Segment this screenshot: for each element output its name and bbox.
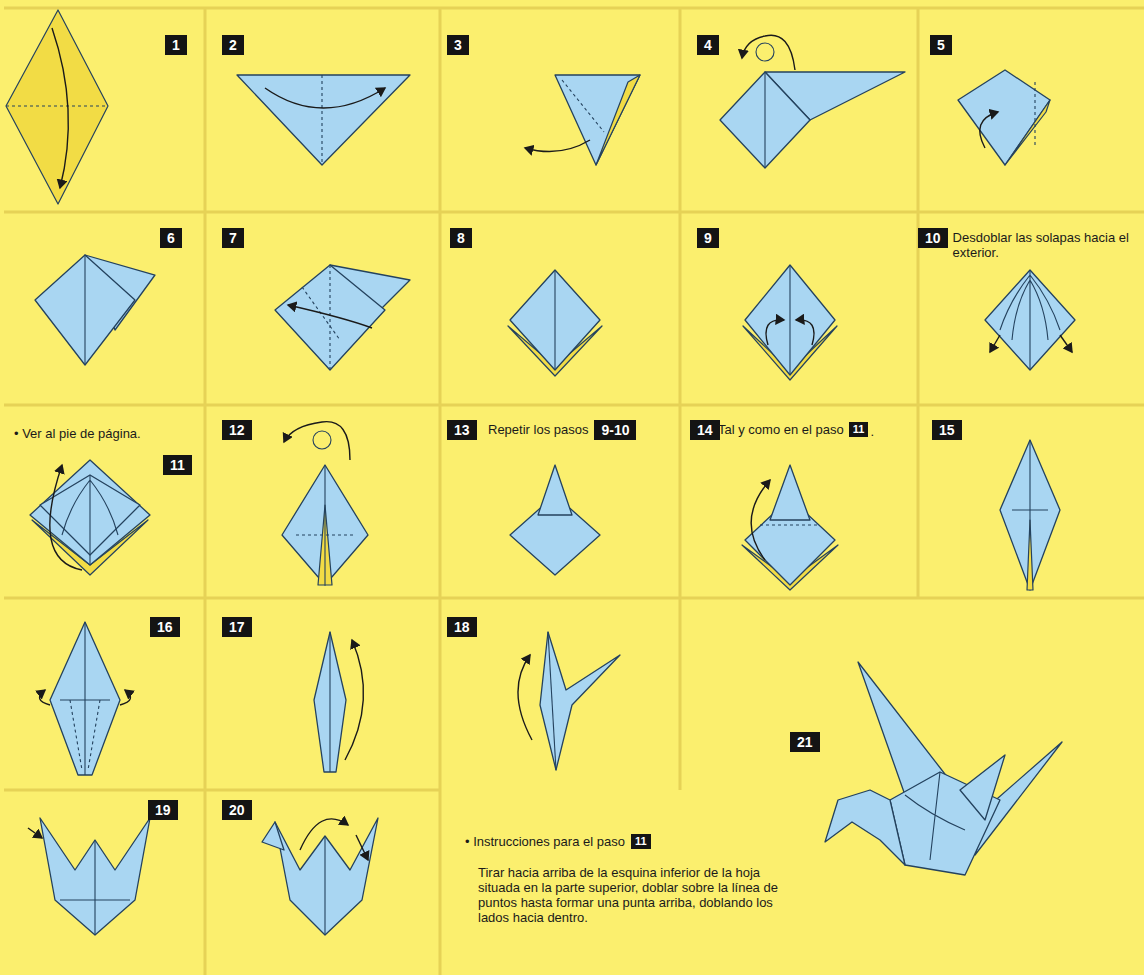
step-number: 15 — [939, 422, 955, 438]
step-number: 20 — [229, 802, 245, 818]
step-number: 3 — [454, 37, 462, 53]
step-number-box: 12 — [222, 420, 252, 440]
step-number: 13 — [454, 422, 470, 438]
step-number-box: 10 — [918, 228, 948, 248]
step-number-box: 16 — [150, 617, 180, 637]
step-number-box: 14 — [690, 420, 720, 440]
step-number-box: 11 — [163, 455, 192, 475]
step-number-box: 1 — [165, 35, 187, 55]
step-number: 11 — [853, 423, 865, 435]
step-number-box: 8 — [450, 228, 472, 248]
step-number: 6 — [167, 230, 175, 246]
step-number-box: 9-10 — [594, 420, 636, 440]
step-number-box: 5 — [930, 35, 952, 55]
instruction-text: . — [870, 424, 874, 439]
step-number-box: 19 — [148, 800, 178, 820]
step-number: 14 — [697, 422, 713, 438]
step-number-box: 18 — [447, 617, 477, 637]
step-number-box: 9 — [697, 228, 719, 248]
step-number: 5 — [937, 37, 945, 53]
step-number: 9 — [704, 230, 712, 246]
step-number: 18 — [454, 619, 470, 635]
grid-lines — [4, 8, 1144, 975]
step-number-box: 6 — [160, 228, 182, 248]
step-number: 12 — [229, 422, 245, 438]
step-number: 4 — [704, 37, 712, 53]
step-number-box: 21 — [790, 732, 820, 752]
step-number-box: 20 — [222, 800, 252, 820]
step-number-box: 2 — [222, 35, 244, 55]
step-number: 8 — [457, 230, 465, 246]
step-number: 16 — [157, 619, 173, 635]
step-number: 2 — [229, 37, 237, 53]
step-number-box: 13 — [447, 420, 477, 440]
step-number-box: 15 — [932, 420, 962, 440]
step-number: 11 — [170, 457, 185, 473]
step-number: 1 — [172, 37, 180, 53]
instruction-text: Tal y como en el paso — [718, 422, 844, 437]
step-number-box: 11 — [849, 422, 869, 437]
step-number: 7 — [229, 230, 237, 246]
instruction-text: • Instrucciones para el paso — [465, 834, 625, 849]
step-number-box: 17 — [222, 617, 252, 637]
step-number: 9-10 — [601, 422, 629, 438]
instruction-text: Repetir los pasos — [488, 422, 588, 437]
step-number: 17 — [229, 619, 245, 635]
step-number: 10 — [925, 230, 941, 246]
step-number: 11 — [635, 835, 647, 847]
step-number-box: 7 — [222, 228, 244, 248]
step-number: 21 — [797, 734, 813, 750]
instruction-text: • Ver al pie de página. — [14, 426, 194, 441]
instruction-text: Desdoblar las solapas hacia el exterior. — [953, 230, 1138, 260]
instruction-text: Tirar hacia arriba de la esquina inferio… — [478, 865, 778, 925]
step-number-box: 11 — [631, 834, 651, 849]
step-number-box: 4 — [697, 35, 719, 55]
step-number-box: 3 — [447, 35, 469, 55]
step-number: 19 — [155, 802, 171, 818]
